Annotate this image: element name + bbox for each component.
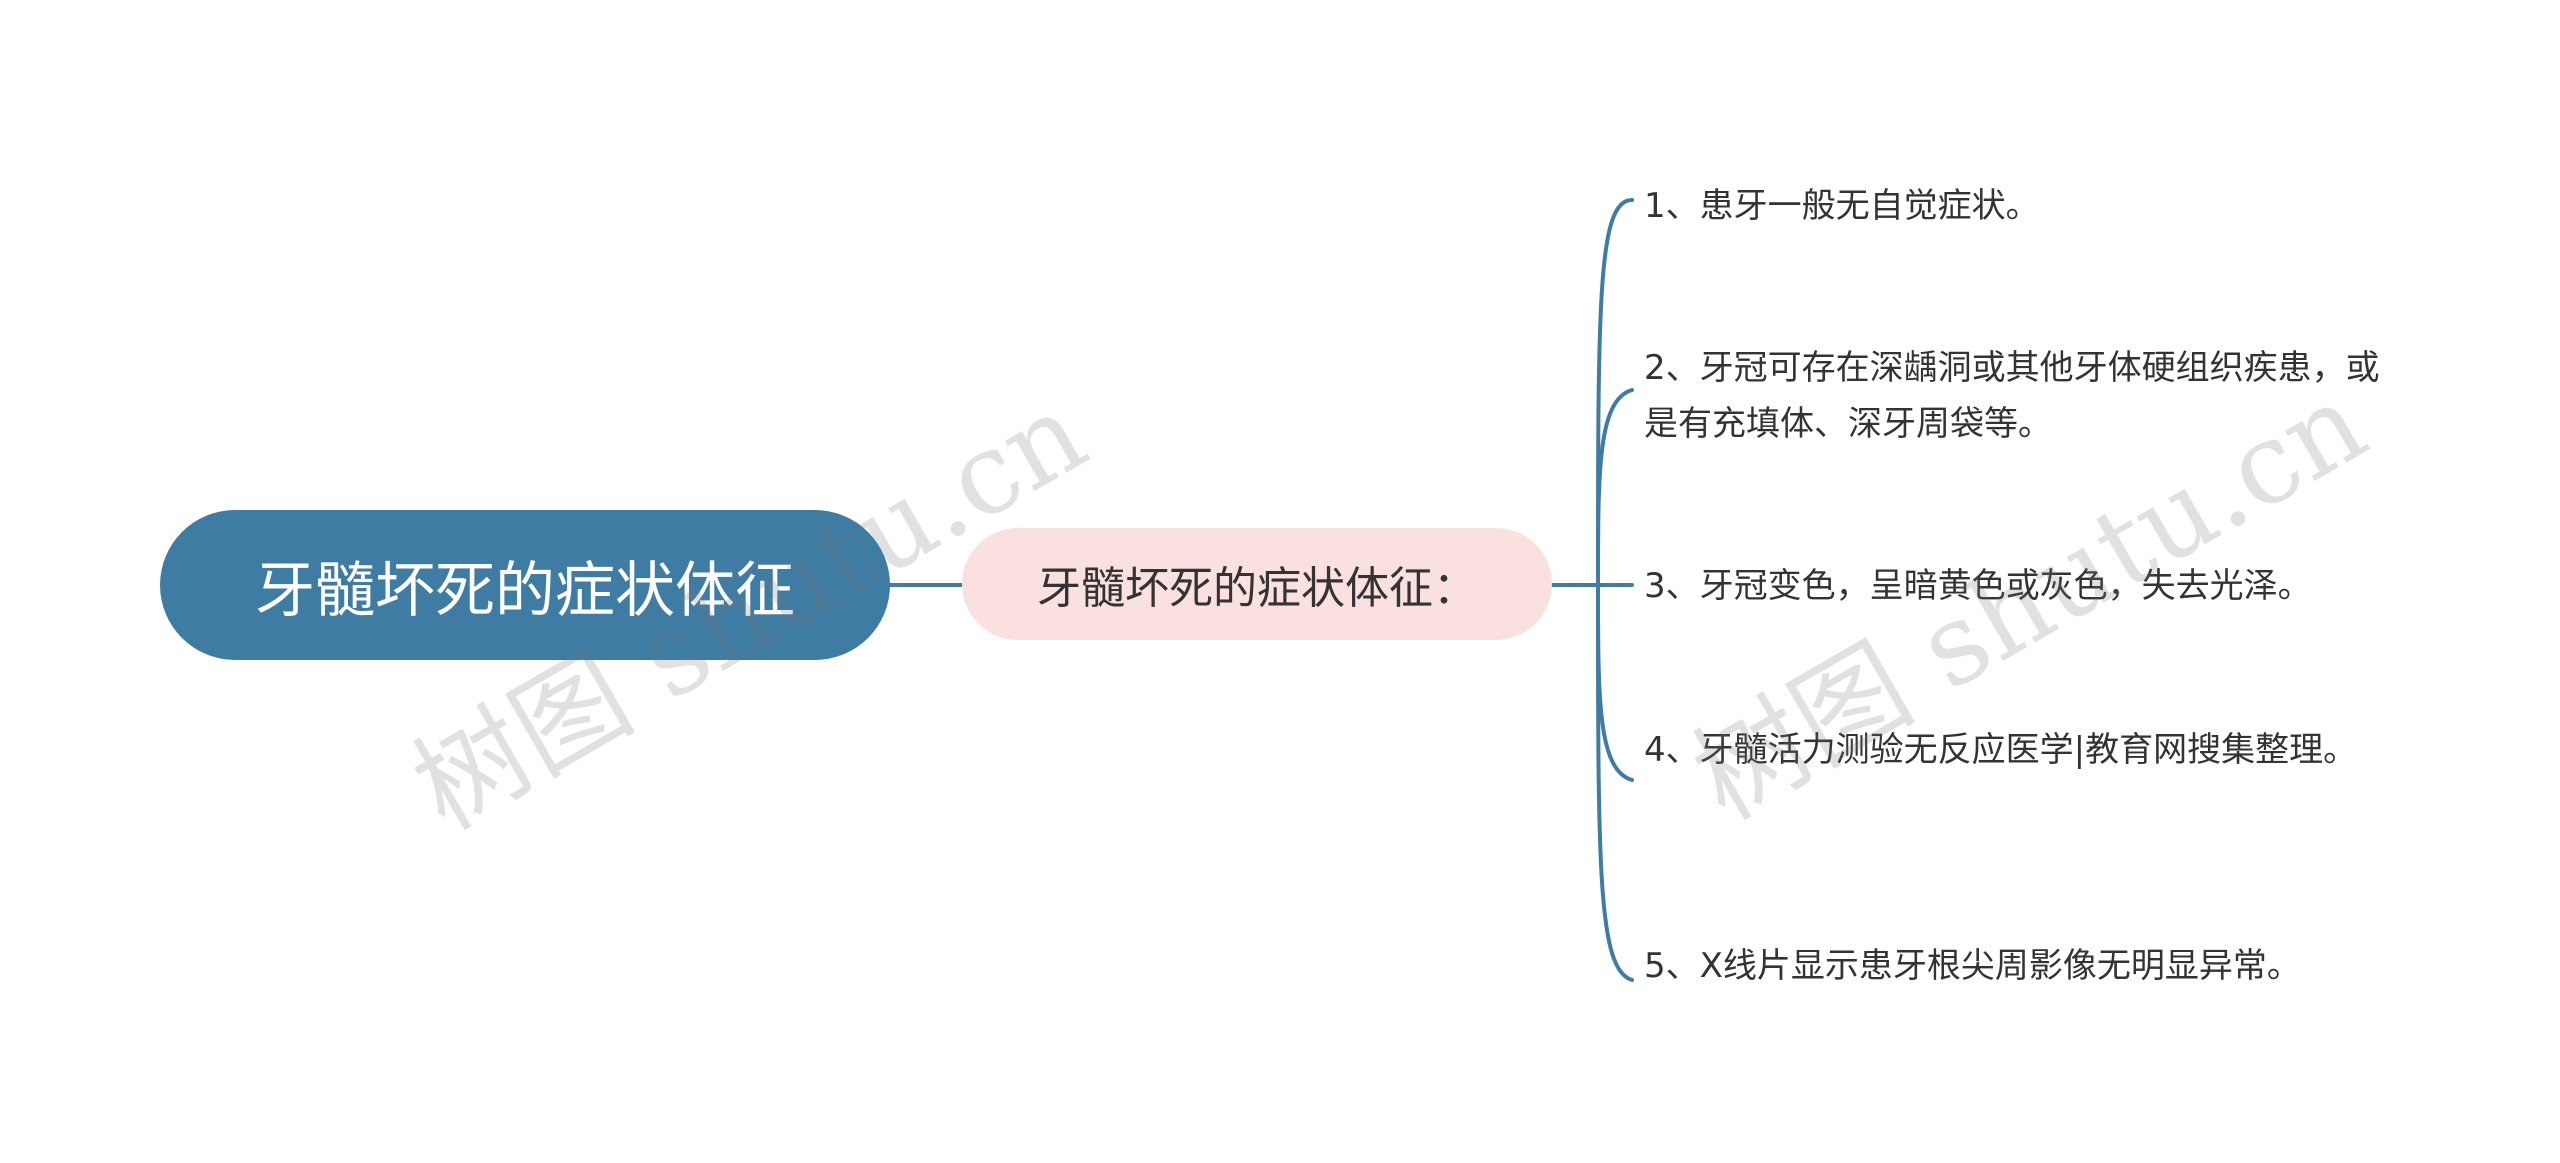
root-node[interactable]: 牙髓坏死的症状体征 <box>160 510 890 660</box>
leaf-node-3[interactable]: 3、牙冠变色，呈暗黄色或灰色，失去光泽。 <box>1644 566 2312 606</box>
branch-node[interactable]: 牙髓坏死的症状体征： <box>962 528 1552 640</box>
branch-node-label: 牙髓坏死的症状体征： <box>1037 563 1477 614</box>
leaf-2-connector <box>1596 388 1634 587</box>
root-node-label: 牙髓坏死的症状体征 <box>255 555 795 626</box>
leaf-node-4[interactable]: 4、牙髓活力测验无反应医学|教育网搜集整理。 <box>1644 730 2358 770</box>
leaf-node-1[interactable]: 1、患牙一般无自觉症状。 <box>1644 186 2040 226</box>
leaf-4-connector <box>1596 583 1634 782</box>
leaf-5-connector <box>1596 583 1634 982</box>
leaf-node-5[interactable]: 5、X线片显示患牙根尖周影像无明显异常。 <box>1644 946 2301 986</box>
leaf-node-2[interactable]: 2、牙冠可存在深龋洞或其他牙体硬组织疾患，或是有充填体、深牙周袋等。 <box>1644 348 2380 444</box>
